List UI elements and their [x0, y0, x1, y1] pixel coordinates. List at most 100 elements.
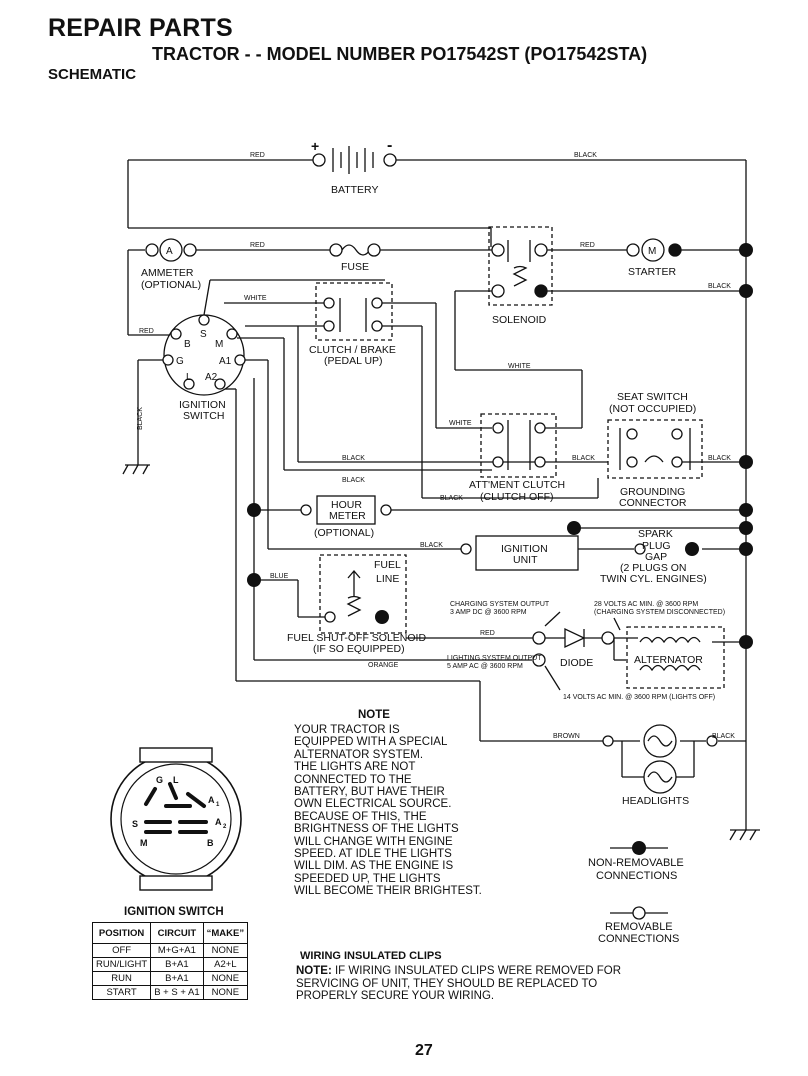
- note-line: CONNECTED TO THE: [294, 773, 412, 786]
- lighting-label-1: LIGHTING SYSTEM OUTPUT: [447, 655, 542, 662]
- wire-label-black-vertical: BLACK: [137, 407, 144, 430]
- hour-meter-label-2: METER: [329, 510, 366, 522]
- wire-label-orange: ORANGE: [368, 662, 399, 669]
- svg-text:M: M: [140, 838, 148, 848]
- table-row: RUN/LIGHT B+A1 A2+L: [91, 957, 249, 972]
- wire-label-black-1: BLACK: [342, 455, 365, 462]
- page-subtitle: TRACTOR - - MODEL NUMBER PO17542ST (PO17…: [152, 44, 648, 64]
- diode-label: DIODE: [560, 657, 593, 669]
- table-cell: NONE: [202, 943, 249, 958]
- starter-label: STARTER: [628, 266, 676, 278]
- ignition-switch-table: POSITION CIRCUIT “MAKE” OFF M+G+A1 NONE …: [91, 922, 249, 1000]
- table-cell: NONE: [202, 985, 249, 1000]
- wire-label-white-clutch: WHITE: [244, 295, 267, 302]
- grounding-label-1: GROUNDING: [620, 486, 685, 498]
- charging-label-2: 3 AMP DC @ 3600 RPM: [450, 609, 527, 616]
- page-number: 27: [415, 1042, 433, 1059]
- terminal-b: B: [184, 339, 191, 350]
- wire-label-black-solenoid: BLACK: [708, 283, 731, 290]
- note-line: ALTERNATOR SYSTEM.: [294, 748, 424, 761]
- table-cell: RUN/LIGHT: [91, 957, 152, 972]
- fuel-label-2: LINE: [376, 573, 399, 585]
- legend-non-removable-1: NON-REMOVABLE: [588, 857, 684, 869]
- table-header: CIRCUIT: [150, 922, 204, 944]
- table-cell: OFF: [91, 943, 152, 958]
- page-title: REPAIR PARTS: [48, 14, 233, 42]
- ignition-unit-label-2: UNIT: [513, 554, 538, 566]
- table-cell: M+G+A1: [150, 943, 204, 958]
- note-line: SPEEDED UP, THE LIGHTS: [294, 872, 441, 885]
- volts28-label-1: 28 VOLTS AC MIN. @ 3600 RPM: [594, 601, 698, 608]
- legend-non-removable-dot: [632, 841, 646, 855]
- note-line: WILL BECOME THEIR BRIGHTEST.: [294, 885, 482, 898]
- ammeter-letter: A: [166, 246, 173, 257]
- alternator-box: [626, 626, 725, 689]
- headlights-label: HEADLIGHTS: [622, 795, 689, 807]
- wire-label-blue: BLUE: [270, 573, 289, 580]
- table-cell: B + S + A1: [150, 985, 204, 1000]
- battery-symbol: [127, 146, 747, 830]
- terminal-a1: A1: [219, 356, 232, 367]
- spark-label-4: (2 PLUGS ON: [620, 562, 687, 574]
- ignition-switch-symbol: [163, 314, 245, 396]
- hour-meter-label-3: (OPTIONAL): [314, 527, 374, 539]
- note-body: YOUR TRACTOR IS EQUIPPED WITH A SPECIAL …: [294, 724, 494, 898]
- volts28-label-2: (CHARGING SYSTEM DISCONNECTED): [594, 609, 725, 616]
- attment-clutch-label-1: ATT'MENT CLUTCH: [469, 479, 565, 491]
- fuse-label: FUSE: [341, 261, 369, 273]
- ignition-table-title: IGNITION SWITCH: [124, 906, 224, 918]
- charging-label-1: CHARGING SYSTEM OUTPUT: [450, 601, 550, 608]
- svg-text:-: -: [387, 137, 392, 154]
- seat-switch-label-2: (NOT OCCUPIED): [609, 403, 696, 415]
- terminal-s: S: [200, 329, 207, 340]
- table-cell: B+A1: [150, 971, 204, 986]
- hour-meter-label-1: HOUR: [331, 499, 362, 511]
- wire-label-black-2: BLACK: [572, 455, 595, 462]
- clutch-brake-label-2: (PEDAL UP): [324, 355, 383, 367]
- ignition-unit-label-1: IGNITION: [501, 543, 548, 555]
- battery-label: BATTERY: [331, 184, 378, 196]
- spark-label-2: PLUG: [642, 540, 671, 552]
- svg-text:B: B: [207, 838, 214, 848]
- table-header: POSITION: [91, 922, 152, 944]
- volts14-label: 14 VOLTS AC MIN. @ 3600 RPM (LIGHTS OFF): [563, 694, 715, 701]
- ignition-unit-symbol: [475, 535, 579, 571]
- wire-label-white-seat: WHITE: [508, 363, 531, 370]
- note-line: OWN ELECTRICAL SOURCE.: [294, 798, 452, 811]
- table-cell: NONE: [202, 971, 249, 986]
- ignition-switch-label-1: IGNITION: [179, 399, 226, 411]
- wire-label-red-charging: RED: [480, 630, 495, 637]
- fuse-symbol: [341, 244, 371, 256]
- table-row: RUN B+A1 NONE: [91, 971, 249, 986]
- legend-non-removable-2: CONNECTIONS: [596, 870, 677, 882]
- legend-removable-1: REMOVABLE: [605, 921, 673, 933]
- attment-clutch-label-2: (CLUTCH OFF): [480, 491, 554, 503]
- clutch-brake-label-1: CLUTCH / BRAKE: [309, 344, 396, 356]
- seat-switch-box: [607, 419, 703, 479]
- ammeter-label-2: (OPTIONAL): [141, 279, 201, 291]
- clutch-brake-box: [315, 282, 393, 341]
- svg-text:2: 2: [223, 824, 227, 830]
- terminal-g: G: [176, 356, 184, 367]
- hour-meter-symbol: [316, 495, 376, 525]
- note-line: WILL CHANGE WITH ENGINE: [294, 835, 453, 848]
- svg-text:S: S: [132, 819, 138, 829]
- fuel-solenoid-label-2: (IF SO EQUIPPED): [313, 643, 405, 655]
- note-line: THE LIGHTS ARE NOT: [294, 761, 416, 774]
- svg-text:+: +: [311, 138, 319, 154]
- wiring-clips-title: WIRING INSULATED CLIPS: [300, 950, 442, 962]
- terminal-l: L: [186, 372, 192, 383]
- spark-label-5: TWIN CYL. ENGINES): [600, 573, 707, 585]
- ammeter-symbol: [159, 238, 183, 262]
- ignition-switch-face: [110, 747, 242, 891]
- note-line: WILL DIM. AS THE ENGINE IS: [294, 860, 454, 873]
- seat-switch-label-1: SEAT SWITCH: [617, 391, 688, 403]
- fuel-solenoid-box: [319, 554, 407, 634]
- section-title: SCHEMATIC: [48, 66, 137, 83]
- wire-label-red-starter: RED: [580, 242, 595, 249]
- table-row: OFF M+G+A1 NONE: [91, 943, 249, 958]
- fuel-solenoid-label-1: FUEL SHUT-OFF SOLENOID: [287, 632, 426, 644]
- ignition-switch-label-2: SWITCH: [183, 410, 224, 422]
- alternator-label: ALTERNATOR: [634, 654, 703, 666]
